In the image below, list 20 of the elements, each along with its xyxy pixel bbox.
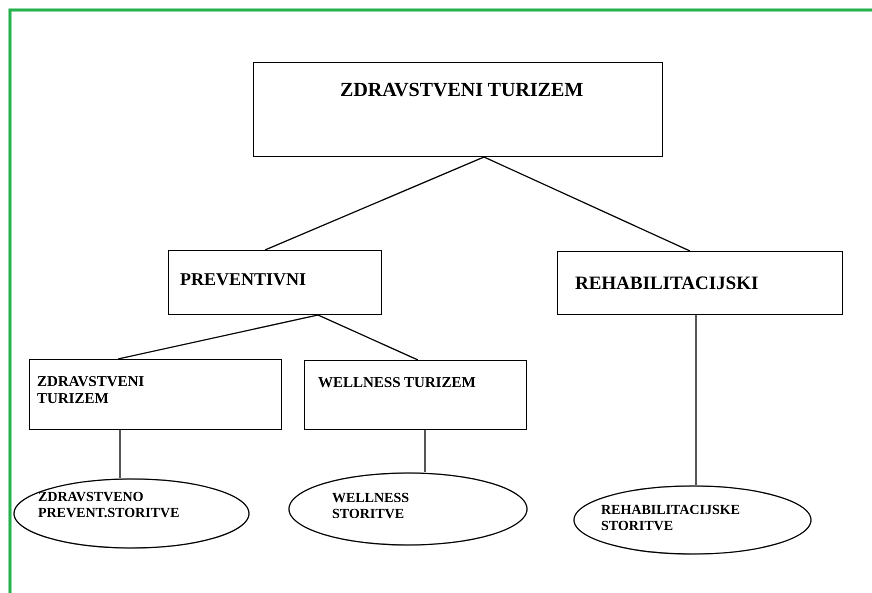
- connector-line: [264, 156, 484, 251]
- node-label: ZDRAVSTVENI TURIZEM: [340, 79, 584, 102]
- node-label: REHABILITACIJSKI: [575, 273, 760, 295]
- node-label: WELLNESS TURIZEM: [318, 375, 477, 392]
- connector-line: [484, 156, 690, 252]
- connector-line: [424, 430, 426, 472]
- node-label: WELLNESS STORITVE: [332, 491, 410, 524]
- node-label: ZDRAVSTVENI TURIZEM: [37, 374, 146, 408]
- node-label: ZDRAVSTVENO PREVENT.STORITVE: [38, 490, 180, 522]
- box-node: [557, 251, 843, 315]
- box-node: [168, 250, 382, 315]
- box-node: [304, 360, 527, 430]
- connector-line: [118, 314, 318, 360]
- box-node: [29, 359, 282, 430]
- connector-line: [318, 314, 418, 361]
- connector-line: [695, 315, 697, 485]
- node-label: PREVENTIVNI: [180, 269, 308, 290]
- box-node: [253, 62, 663, 157]
- connector-line: [119, 430, 121, 478]
- node-label: REHABILITACIJSKE STORITVE: [601, 503, 742, 536]
